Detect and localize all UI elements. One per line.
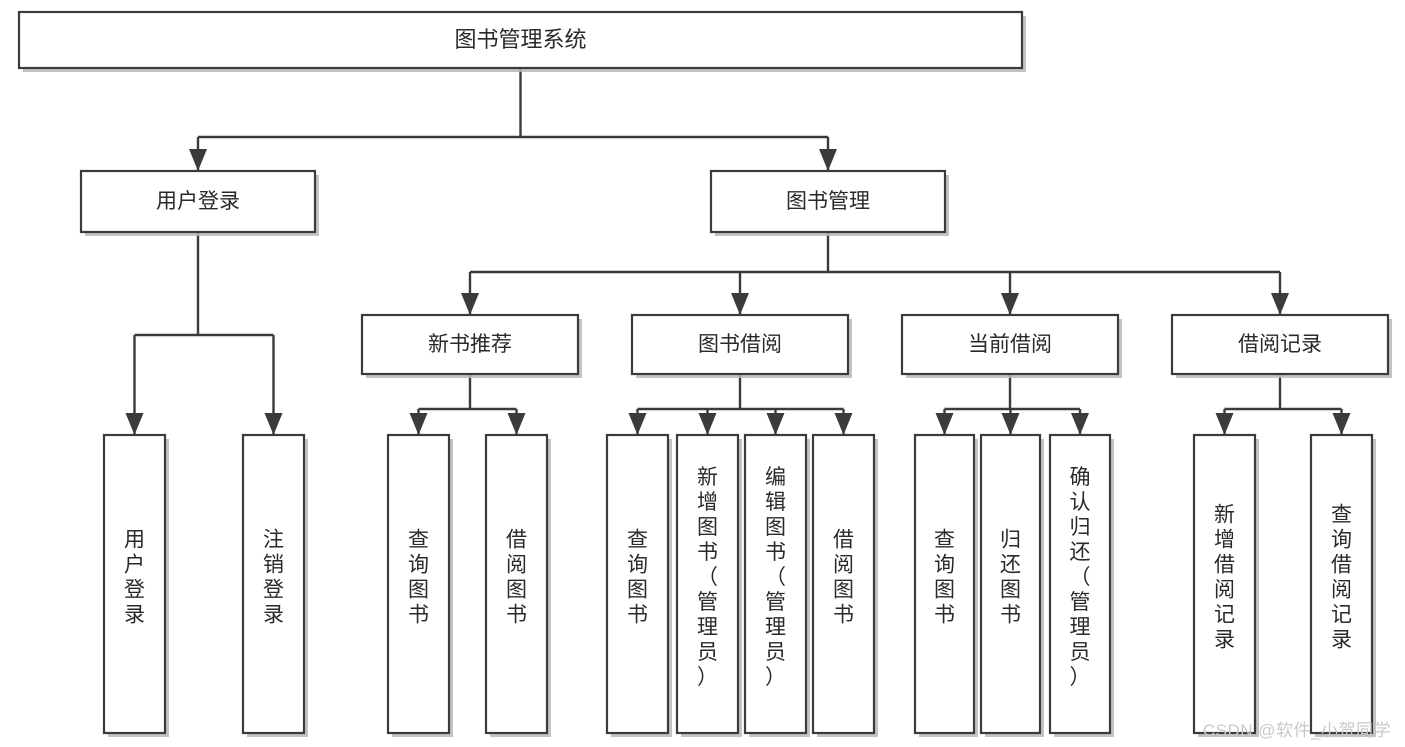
node-rect[interactable] — [675, 433, 740, 735]
node-borrow-add-book[interactable]: 新增图书（管理员） — [675, 433, 742, 737]
node-label: 新增借阅记录 — [1214, 504, 1235, 652]
node-rect[interactable] — [79, 169, 317, 234]
node-new-book-recommend[interactable]: 新书推荐 — [360, 313, 582, 378]
node-rect[interactable] — [1192, 433, 1257, 735]
node-label: 当前借阅 — [968, 333, 1052, 356]
node-label: 图书管理 — [786, 190, 870, 213]
node-rect[interactable] — [102, 433, 167, 735]
node-rect[interactable] — [900, 313, 1120, 376]
arrow-head-icon — [189, 149, 207, 171]
node-rect[interactable] — [709, 169, 947, 234]
node-rect[interactable] — [1309, 433, 1374, 735]
arrow-head-icon — [461, 293, 479, 315]
node-rect[interactable] — [1048, 433, 1112, 735]
connector-layer — [125, 68, 1351, 435]
node-label: 用户登录 — [156, 190, 240, 213]
node-current-query-book[interactable]: 查询图书 — [913, 433, 978, 737]
arrow-head-icon — [1271, 293, 1289, 315]
node-recommend-query-book[interactable]: 查询图书 — [386, 433, 453, 737]
node-user-login-do[interactable]: 用户登录 — [102, 433, 169, 737]
arrow-head-icon — [507, 413, 526, 435]
node-rect[interactable] — [605, 433, 670, 735]
node-current-borrow[interactable]: 当前借阅 — [900, 313, 1122, 378]
node-book-manage[interactable]: 图书管理 — [709, 169, 949, 236]
node-borrow-edit-book[interactable]: 编辑图书（管理员） — [743, 433, 810, 737]
node-label: 确认归还（管理员） — [1070, 466, 1091, 689]
node-rect[interactable] — [360, 313, 580, 376]
arrow-head-icon — [731, 293, 749, 315]
node-label: 查询图书 — [408, 529, 429, 627]
node-borrow-record[interactable]: 借阅记录 — [1170, 313, 1392, 378]
arrow-head-icon — [264, 413, 283, 435]
node-rect[interactable] — [630, 313, 850, 376]
node-label: 注销登录 — [263, 529, 284, 627]
arrow-head-icon — [409, 413, 428, 435]
node-label: 查询借阅记录 — [1331, 504, 1352, 652]
node-rect[interactable] — [743, 433, 808, 735]
arrow-head-icon — [1001, 293, 1019, 315]
node-rect[interactable] — [811, 433, 876, 735]
node-root[interactable]: 图书管理系统 — [17, 10, 1026, 72]
arrow-head-icon — [628, 413, 647, 435]
node-current-confirm-return[interactable]: 确认归还（管理员） — [1048, 433, 1114, 737]
node-rect[interactable] — [386, 433, 451, 735]
node-layer: 图书管理系统用户登录图书管理用户登录注销登录新书推荐图书借阅当前借阅借阅记录查询… — [17, 10, 1392, 737]
arrow-head-icon — [125, 413, 144, 435]
node-borrow-query-book[interactable]: 查询图书 — [605, 433, 672, 737]
arrow-head-icon — [935, 413, 954, 435]
node-record-add[interactable]: 新增借阅记录 — [1192, 433, 1259, 737]
node-label: 借阅记录 — [1238, 333, 1322, 356]
node-book-borrow[interactable]: 图书借阅 — [630, 313, 852, 378]
node-rect[interactable] — [241, 433, 306, 735]
node-rect[interactable] — [1170, 313, 1390, 376]
arrow-head-icon — [766, 413, 785, 435]
node-label: 图书管理系统 — [454, 27, 586, 52]
node-rect[interactable] — [979, 433, 1042, 735]
node-user-login[interactable]: 用户登录 — [79, 169, 319, 236]
node-rect[interactable] — [484, 433, 549, 735]
node-record-query[interactable]: 查询借阅记录 — [1309, 433, 1376, 737]
arrow-head-icon — [1001, 413, 1020, 435]
arrow-head-icon — [698, 413, 717, 435]
arrow-head-icon — [834, 413, 853, 435]
node-rect[interactable] — [913, 433, 976, 735]
node-label: 查询图书 — [627, 529, 648, 627]
arrow-head-icon — [1332, 413, 1351, 435]
node-recommend-borrow-book[interactable]: 借阅图书 — [484, 433, 551, 737]
node-current-return-book[interactable]: 归还图书 — [979, 433, 1044, 737]
node-label: 新增图书（管理员） — [697, 466, 718, 689]
node-label: 借阅图书 — [506, 529, 527, 627]
node-label: 归还图书 — [1000, 529, 1021, 627]
node-label: 查询图书 — [934, 529, 955, 627]
node-borrow-borrow-book[interactable]: 借阅图书 — [811, 433, 878, 737]
node-user-logout[interactable]: 注销登录 — [241, 433, 308, 737]
node-label: 编辑图书（管理员） — [765, 466, 786, 689]
node-rect[interactable] — [17, 10, 1024, 70]
node-label: 借阅图书 — [833, 529, 854, 627]
arrow-head-icon — [1215, 413, 1234, 435]
arrow-head-icon — [1071, 413, 1089, 435]
node-label: 用户登录 — [124, 529, 145, 627]
node-label: 新书推荐 — [428, 333, 512, 356]
watermark-label: CSDN @软件_小贺同学 — [1202, 721, 1391, 740]
node-label: 图书借阅 — [698, 333, 782, 356]
arrow-head-icon — [819, 149, 837, 171]
